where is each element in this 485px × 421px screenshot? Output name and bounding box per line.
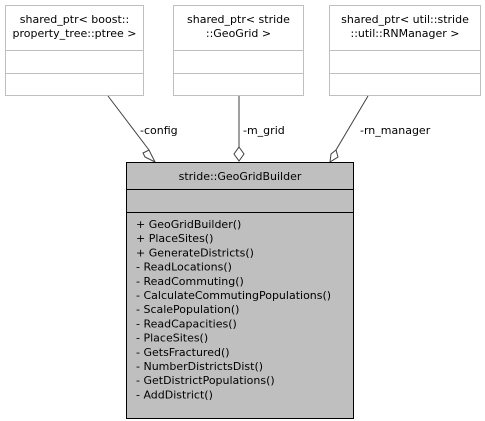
edge-label-grid: -m_grid [243, 124, 285, 137]
method-list: + GeoGridBuilder()+ PlaceSites()+ Genera… [136, 218, 331, 401]
method-item[interactable]: - AddDistrict() [136, 388, 213, 401]
method-item[interactable]: - ReadCommuting() [136, 275, 244, 288]
edge-label-config: -config [140, 124, 178, 137]
class-box-ptree[interactable]: shared_ptr< boost:: property_tree::ptree… [5, 5, 144, 96]
class-name-ptree-line1: shared_ptr< boost:: [20, 13, 129, 26]
method-item[interactable]: - ReadLocations() [136, 261, 232, 274]
method-item[interactable]: - GetsFractured() [136, 346, 230, 359]
class-name-geogrid-line2: ::GeoGrid > [206, 27, 271, 40]
edge-config: -config [107, 95, 178, 164]
method-item[interactable]: - ScalePopulation() [136, 303, 239, 316]
aggregation-diamond-icon [233, 146, 245, 162]
class-box-geogridbuilder[interactable]: stride::GeoGridBuilder + GeoGridBuilder(… [126, 162, 354, 419]
edge-rn: -rn_manager [329, 95, 431, 163]
main-class-name: stride::GeoGridBuilder [179, 170, 302, 183]
class-box-geogrid[interactable]: shared_ptr< stride ::GeoGrid > [173, 5, 304, 96]
method-item[interactable]: - GetDistrictPopulations() [136, 374, 275, 387]
method-item[interactable]: - ReadCapacities() [136, 317, 237, 330]
edge-label-rn: -rn_manager [360, 124, 431, 137]
class-name-ptree-line2: property_tree::ptree > [13, 27, 137, 40]
method-item[interactable]: + GenerateDistricts() [136, 246, 254, 259]
class-name-geogrid-line1: shared_ptr< stride [187, 13, 290, 26]
aggregation-diamond-icon [142, 149, 157, 164]
method-item[interactable]: - CalculateCommutingPopulations() [136, 289, 331, 302]
class-name-rnmanager-line2: ::util::RNManager > [350, 27, 459, 40]
edge-line [107, 95, 150, 151]
method-item[interactable]: + GeoGridBuilder() [136, 218, 241, 231]
method-item[interactable]: + PlaceSites() [136, 232, 213, 245]
class-name-rnmanager-line1: shared_ptr< util::stride [341, 13, 469, 26]
aggregation-diamond-icon [329, 149, 339, 163]
method-item[interactable]: - PlaceSites() [136, 332, 208, 345]
method-item[interactable]: - NumberDistrictsDist() [136, 360, 263, 373]
edge-line [335, 95, 369, 151]
class-box-geogridbuilder-frame [126, 162, 354, 419]
edge-grid: -m_grid [233, 96, 285, 162]
class-box-rnmanager[interactable]: shared_ptr< util::stride ::util::RNManag… [329, 5, 481, 96]
